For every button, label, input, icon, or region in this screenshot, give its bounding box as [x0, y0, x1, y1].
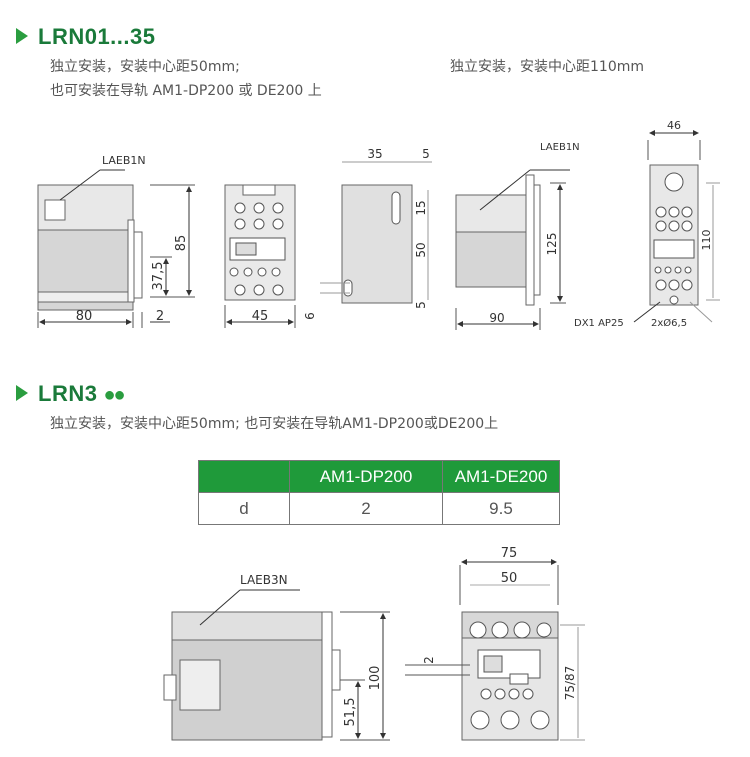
table-cell: d	[198, 492, 290, 525]
section1-desc-left-1: 独立安装，安装中心距50mm;	[50, 59, 240, 75]
dim-75-87: 75/87	[563, 666, 577, 701]
dim-5-bottom: 5	[414, 301, 428, 309]
dim-80: 80	[76, 309, 93, 324]
triangle-bullet-icon	[16, 385, 28, 402]
green-dots-icon: ●●	[103, 384, 125, 406]
dim-15: 15	[414, 200, 428, 215]
label-dx1-ap25: DX1 AP25	[574, 318, 624, 329]
dim-46: 46	[667, 119, 681, 132]
dim-90: 90	[489, 311, 504, 325]
dim-2-lrn3: 2	[422, 656, 436, 664]
dim-6: 6	[303, 312, 317, 320]
label-laeb3n: LAEB3N	[240, 573, 288, 587]
section2-title: LRN3●●	[16, 381, 126, 407]
dim-85: 85	[174, 235, 189, 252]
dim-50: 50	[414, 242, 428, 257]
section2-title-text: LRN3	[38, 381, 98, 406]
dim-2: 2	[156, 309, 164, 324]
table-cell: 2	[289, 492, 443, 525]
dim-35: 35	[367, 147, 382, 161]
drawing-lrn3-front-view: 75 50 2 75/87	[405, 546, 585, 741]
drawing-side-view-1: LAEB1N 80 2 85 37,5	[37, 154, 195, 328]
dim-45: 45	[252, 309, 269, 324]
dim-110: 110	[700, 230, 713, 251]
dim-37-5: 37,5	[151, 262, 166, 291]
triangle-bullet-icon	[16, 28, 28, 45]
drawing-front-view-1: 45	[224, 184, 296, 328]
dim-5-top: 5	[422, 147, 430, 161]
drawing-front-view-110: 46 110 DX1 AP25 2xØ6,5	[574, 119, 720, 329]
dim-125: 125	[545, 233, 559, 256]
label-laeb1n-2: LAEB1N	[540, 142, 580, 153]
drawing-side-view-rail: LAEB1N 125 90	[455, 142, 580, 330]
drawing-lrn3-side-view: LAEB3N 100 51,5	[163, 573, 390, 741]
table-cell: 9.5	[442, 492, 560, 525]
dim-100: 100	[368, 666, 383, 691]
section1-desc-left-2: 也可安装在导轨 AM1-DP200 或 DE200 上	[50, 83, 322, 99]
table-row: d 2 9.5	[198, 492, 560, 525]
section1-title-text: LRN01...35	[38, 24, 156, 49]
dim-50-lrn3: 50	[501, 571, 518, 586]
table-header-cell	[198, 460, 290, 493]
label-laeb1n: LAEB1N	[102, 154, 146, 167]
dim-75: 75	[501, 546, 518, 561]
drawing-mount-plate: 35 5 15 50 5 6	[303, 147, 432, 320]
section1-title: LRN01...35	[16, 24, 156, 50]
label-holes: 2xØ6,5	[651, 317, 687, 329]
rail-table: AM1-DP200 AM1-DE200 d 2 9.5	[198, 460, 560, 525]
section2-desc: 独立安装，安装中心距50mm; 也可安装在导轨AM1-DP200或DE200上	[50, 416, 499, 432]
dim-51-5: 51,5	[343, 698, 358, 727]
section1-desc-right: 独立安装，安装中心距110mm	[450, 59, 644, 75]
